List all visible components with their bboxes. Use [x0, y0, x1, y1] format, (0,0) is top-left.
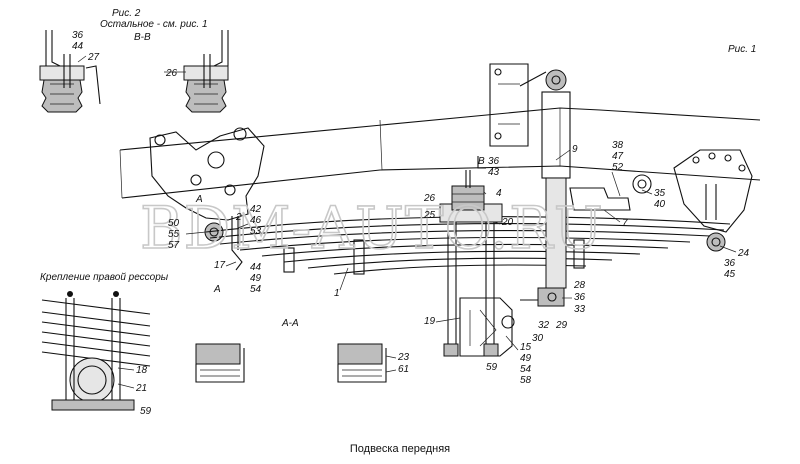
- callout: 19: [424, 316, 436, 327]
- front-spring-bracket: [149, 127, 265, 271]
- callout: 15: [520, 342, 532, 353]
- callout: 36: [72, 30, 84, 41]
- callout: 29: [555, 320, 568, 331]
- callout: 21: [135, 383, 147, 394]
- callout: 43: [488, 167, 500, 178]
- callout: 54: [250, 284, 262, 295]
- section-bb-detail: [39, 30, 229, 113]
- callout: 54: [520, 364, 532, 375]
- callout: 36: [488, 156, 500, 167]
- callout: 55: [168, 229, 180, 240]
- callout: 25: [423, 210, 436, 221]
- callout: 49: [250, 273, 262, 284]
- callout: 58: [520, 375, 532, 386]
- callout: 36: [574, 292, 586, 303]
- callout: 50: [168, 218, 180, 229]
- callout-labels: 36 44 27 26 9 38 47 52 35 40 36 43 26 4 …: [72, 30, 750, 417]
- section-marker-a-top: А: [195, 194, 203, 205]
- watermark-text: BDM-AUTO.RU: [140, 194, 604, 262]
- shock-absorber: [489, 63, 571, 307]
- right-spring-caption: Крепление правой рессоры: [40, 272, 169, 283]
- callout: 23: [397, 352, 410, 363]
- callout: 9: [572, 144, 578, 155]
- callout: 38: [612, 140, 624, 151]
- right-spring-mount: [41, 291, 151, 411]
- callout: 30: [532, 333, 544, 344]
- fig2-note: Остальное - см. рис. 1: [100, 19, 208, 30]
- callout: 53: [250, 226, 262, 237]
- callout: 61: [398, 364, 409, 375]
- section-marker-a-bottom: А: [213, 284, 221, 295]
- callout: 33: [574, 304, 586, 315]
- callout: 1: [334, 288, 340, 299]
- section-marker-b: В: [478, 156, 485, 167]
- callout: 52: [612, 162, 624, 173]
- callout: 40: [654, 199, 666, 210]
- frame-rail: [119, 107, 761, 199]
- section-bb-title: В-В: [134, 32, 151, 43]
- callout: 26: [423, 193, 436, 204]
- callout: 45: [724, 269, 736, 280]
- section-aa-title: А-А: [281, 318, 299, 329]
- callout: 57: [168, 240, 180, 251]
- callout: 24: [737, 248, 750, 259]
- callout: 35: [654, 188, 666, 199]
- callout: 32: [538, 320, 550, 331]
- callout: 4: [496, 188, 502, 199]
- callout: 59: [486, 362, 498, 373]
- callout: 42: [250, 204, 262, 215]
- callout: 18: [136, 365, 148, 376]
- rear-spring-bracket: [673, 149, 753, 252]
- drawing-caption: Подвеска передняя: [350, 443, 450, 455]
- fig2-title: Рис. 2: [112, 8, 141, 19]
- section-aa-detail: [195, 343, 387, 383]
- callout: 44: [72, 41, 84, 52]
- callout: 46: [250, 215, 262, 226]
- callout: 44: [250, 262, 262, 273]
- callout: 17: [214, 260, 226, 271]
- callout: 47: [612, 151, 624, 162]
- callout: 49: [520, 353, 532, 364]
- callout: 7: [622, 218, 628, 229]
- callout: 28: [573, 280, 586, 291]
- stop-bracket: [569, 174, 652, 211]
- rubber-buffer: [451, 156, 486, 211]
- callout: 27: [87, 52, 100, 63]
- fig1-title: Рис. 1: [728, 44, 756, 55]
- callout: 2: [235, 212, 242, 223]
- callout: 20: [501, 217, 514, 228]
- leader-lines: [77, 55, 737, 389]
- callout: 36: [724, 258, 736, 269]
- callout: 26: [165, 68, 178, 79]
- callout: 59: [140, 406, 152, 417]
